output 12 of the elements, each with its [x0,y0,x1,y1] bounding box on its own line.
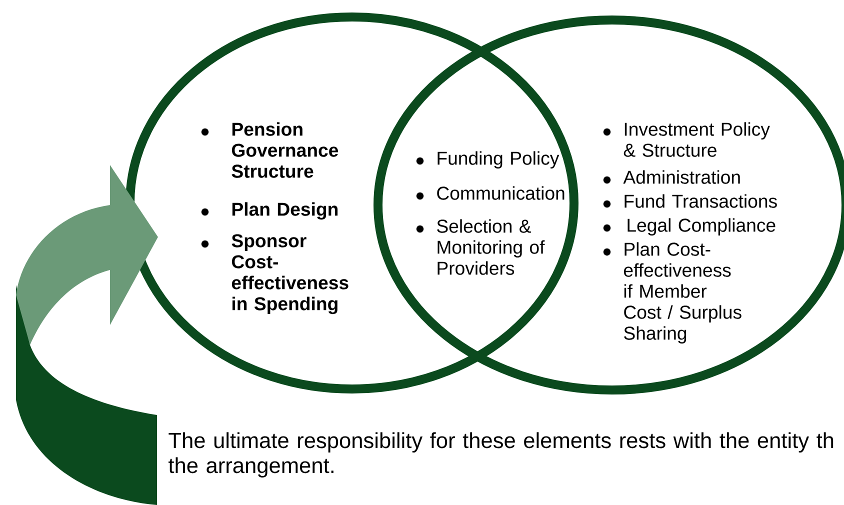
bullet-item: Legal Compliance [603,218,776,236]
bullet-item: Fund Transactions [603,194,777,208]
bullet-item: Administration [603,170,740,184]
bullet-item: Investment Policy & Structure [603,122,770,157]
bullet-item: Communication [416,186,564,200]
bullet-item: Plan Cost-effectiveness if Member Cost / Surplus Sharing [603,242,742,344]
bullet-item: Sponsor Cost-effectiveness in Spending [201,234,348,314]
caption: The ultimate responsibility for these elements rests with the entity th the arrangement. [168,432,834,478]
bullet-item: Pension Governance Structure [201,122,338,178]
bullet-item: Funding Policy [416,151,560,169]
bullet-item: Selection & Monitoring of Providers [416,219,545,275]
bullet-item: Plan Design [201,202,338,220]
